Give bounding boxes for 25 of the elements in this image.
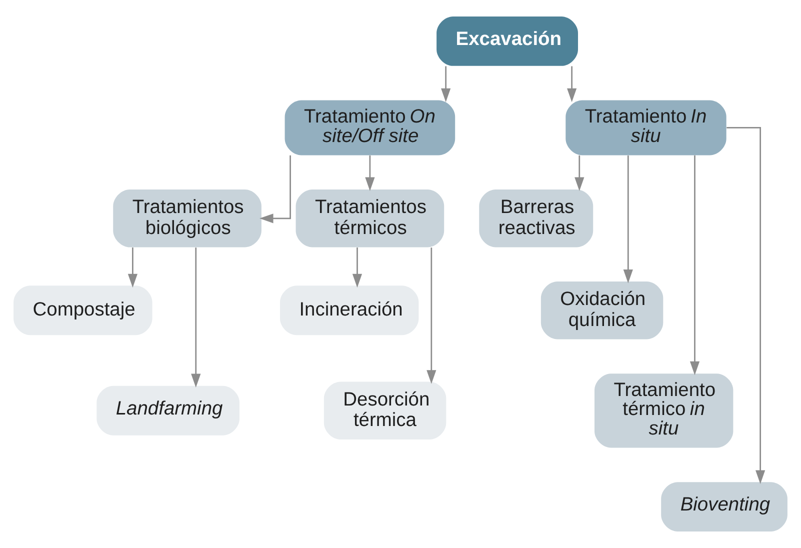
node-box: Tratamiento In situ [566, 100, 726, 156]
arrow [574, 155, 584, 192]
arrow [623, 155, 633, 284]
node-box: Landfarming [96, 386, 240, 436]
arrow [260, 155, 291, 224]
node-box: Incineración [280, 286, 419, 336]
node-box: Tratamientos biológicos [113, 190, 262, 248]
node-box: Oxidación química [540, 282, 664, 340]
node-box: Compostaje [14, 286, 152, 336]
arrow [441, 66, 451, 102]
arrow [567, 66, 577, 102]
node-box: Desorción térmica [324, 382, 446, 440]
arrow [128, 248, 138, 288]
node-box: Tratamiento térmico in situ [594, 374, 734, 448]
arrow [365, 155, 375, 192]
arrow [426, 248, 436, 384]
arrow [726, 127, 766, 484]
node-box: Barreras reactivas [479, 190, 594, 248]
node-box: Tratamientos térmicos [296, 190, 444, 248]
node-box: Tratamiento On site/Off site [284, 100, 456, 156]
node-box: Bioventing [661, 482, 788, 532]
arrow [690, 155, 700, 376]
arrow [352, 248, 362, 288]
node-box: Excavación [436, 16, 578, 66]
arrow [191, 248, 201, 388]
